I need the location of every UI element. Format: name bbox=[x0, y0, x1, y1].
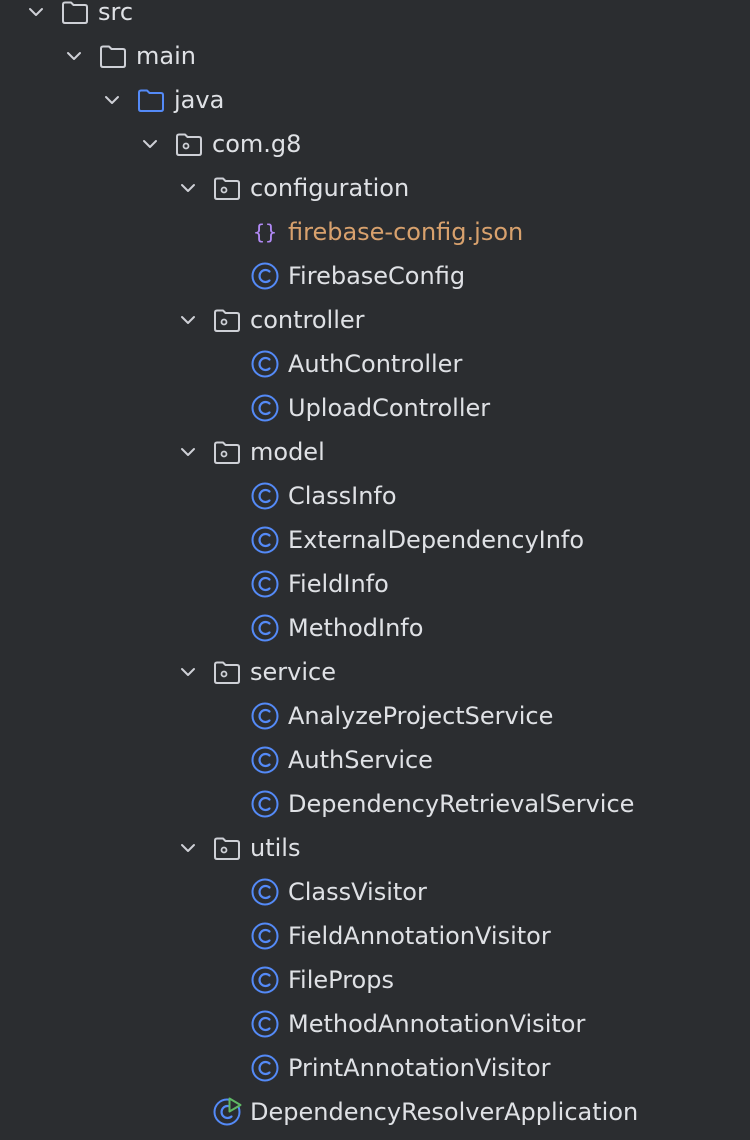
tree-item-label: MethodInfo bbox=[288, 614, 424, 642]
package-icon bbox=[214, 837, 240, 860]
chevron-down-icon[interactable] bbox=[102, 90, 122, 110]
tree-item-methodannotationvisitor[interactable]: MethodAnnotationVisitor bbox=[0, 1004, 750, 1048]
tree-item-methodinfo[interactable]: MethodInfo bbox=[0, 608, 750, 652]
chevron-down-icon[interactable] bbox=[178, 310, 198, 330]
package-icon bbox=[176, 133, 202, 156]
tree-item-label: FileProps bbox=[288, 966, 394, 994]
tree-item-label: src bbox=[98, 0, 134, 26]
tree-item-label: DependencyResolverApplication bbox=[250, 1098, 639, 1126]
tree-item-label: DependencyRetrievalService bbox=[288, 790, 635, 818]
tree-item-label: AuthService bbox=[288, 746, 433, 774]
chevron-down-icon[interactable] bbox=[140, 134, 160, 154]
tree-item-label: firebase-config.json bbox=[288, 218, 524, 246]
class-icon bbox=[251, 878, 279, 906]
tree-item-label: FieldInfo bbox=[288, 570, 389, 598]
package-icon bbox=[214, 441, 240, 464]
tree-item-firebaseconfig[interactable]: FirebaseConfig bbox=[0, 256, 750, 300]
tree-item-firebase-config-json[interactable]: {} firebase-config.json bbox=[0, 212, 750, 256]
tree-item-label: utils bbox=[250, 834, 301, 862]
folder-icon bbox=[62, 1, 88, 24]
tree-item-label: controller bbox=[250, 306, 365, 334]
tree-item-src[interactable]: src bbox=[0, 0, 750, 36]
chevron-down-icon[interactable] bbox=[64, 46, 84, 66]
tree-item-label: configuration bbox=[250, 174, 410, 202]
class-icon bbox=[251, 746, 279, 774]
class-icon bbox=[251, 922, 279, 950]
tree-item-utils[interactable]: utils bbox=[0, 828, 750, 872]
tree-item-printannotationvisitor[interactable]: PrintAnnotationVisitor bbox=[0, 1048, 750, 1092]
class-icon bbox=[251, 350, 279, 378]
tree-item-label: AuthController bbox=[288, 350, 463, 378]
class-icon bbox=[251, 1054, 279, 1082]
package-icon bbox=[214, 661, 240, 684]
tree-item-label: FieldAnnotationVisitor bbox=[288, 922, 551, 950]
tree-item-model[interactable]: model bbox=[0, 432, 750, 476]
class-icon bbox=[251, 1010, 279, 1038]
tree-item-label: FirebaseConfig bbox=[288, 262, 466, 290]
chevron-down-icon[interactable] bbox=[178, 442, 198, 462]
tree-item-label: ClassInfo bbox=[288, 482, 397, 510]
tree-item-externaldependencyinfo[interactable]: ExternalDependencyInfo bbox=[0, 520, 750, 564]
chevron-down-icon[interactable] bbox=[178, 178, 198, 198]
source-folder-icon bbox=[138, 89, 164, 112]
tree-item-java[interactable]: java bbox=[0, 80, 750, 124]
class-icon bbox=[251, 702, 279, 730]
class-icon bbox=[251, 966, 279, 994]
tree-item-label: ExternalDependencyInfo bbox=[288, 526, 585, 554]
package-icon bbox=[214, 309, 240, 332]
chevron-down-icon[interactable] bbox=[178, 662, 198, 682]
tree-item-fieldannotationvisitor[interactable]: FieldAnnotationVisitor bbox=[0, 916, 750, 960]
chevron-down-icon[interactable] bbox=[178, 838, 198, 858]
tree-item-authcontroller[interactable]: AuthController bbox=[0, 344, 750, 388]
tree-item-com-g8[interactable]: com.g8 bbox=[0, 124, 750, 168]
tree-item-authservice[interactable]: AuthService bbox=[0, 740, 750, 784]
tree-item-classvisitor[interactable]: ClassVisitor bbox=[0, 872, 750, 916]
tree-item-label: PrintAnnotationVisitor bbox=[288, 1054, 551, 1082]
class-icon bbox=[251, 262, 279, 290]
tree-item-label: UploadController bbox=[288, 394, 491, 422]
class-icon bbox=[251, 790, 279, 818]
tree-item-label: AnalyzeProjectService bbox=[288, 702, 554, 730]
folder-icon bbox=[100, 45, 126, 68]
class-icon bbox=[251, 570, 279, 598]
chevron-down-icon[interactable] bbox=[26, 2, 46, 22]
tree-item-service[interactable]: service bbox=[0, 652, 750, 696]
package-icon bbox=[214, 177, 240, 200]
tree-item-label: MethodAnnotationVisitor bbox=[288, 1010, 586, 1038]
class-icon bbox=[251, 614, 279, 642]
json-icon: {} bbox=[253, 220, 277, 244]
tree-item-label: java bbox=[174, 86, 225, 114]
tree-item-dependencyresolverapplication[interactable]: DependencyResolverApplication bbox=[0, 1092, 750, 1136]
tree-item-label: model bbox=[250, 438, 325, 466]
tree-item-fileprops[interactable]: FileProps bbox=[0, 960, 750, 1004]
tree-item-label: com.g8 bbox=[212, 130, 302, 158]
tree-item-classinfo[interactable]: ClassInfo bbox=[0, 476, 750, 520]
class-icon bbox=[251, 526, 279, 554]
class-icon bbox=[251, 394, 279, 422]
spring-app-icon bbox=[213, 1097, 242, 1126]
tree-item-main[interactable]: main bbox=[0, 36, 750, 80]
tree-item-analyzeprojectservice[interactable]: AnalyzeProjectService bbox=[0, 696, 750, 740]
class-icon bbox=[251, 482, 279, 510]
svg-text:{}: {} bbox=[253, 220, 277, 244]
tree-item-label: service bbox=[250, 658, 336, 686]
tree-item-uploadcontroller[interactable]: UploadController bbox=[0, 388, 750, 432]
tree-item-label: main bbox=[136, 42, 196, 70]
tree-item-dependencyretrievalservice[interactable]: DependencyRetrievalService bbox=[0, 784, 750, 828]
tree-item-configuration[interactable]: configuration bbox=[0, 168, 750, 212]
tree-item-fieldinfo[interactable]: FieldInfo bbox=[0, 564, 750, 608]
tree-item-label: ClassVisitor bbox=[288, 878, 427, 906]
tree-item-controller[interactable]: controller bbox=[0, 300, 750, 344]
